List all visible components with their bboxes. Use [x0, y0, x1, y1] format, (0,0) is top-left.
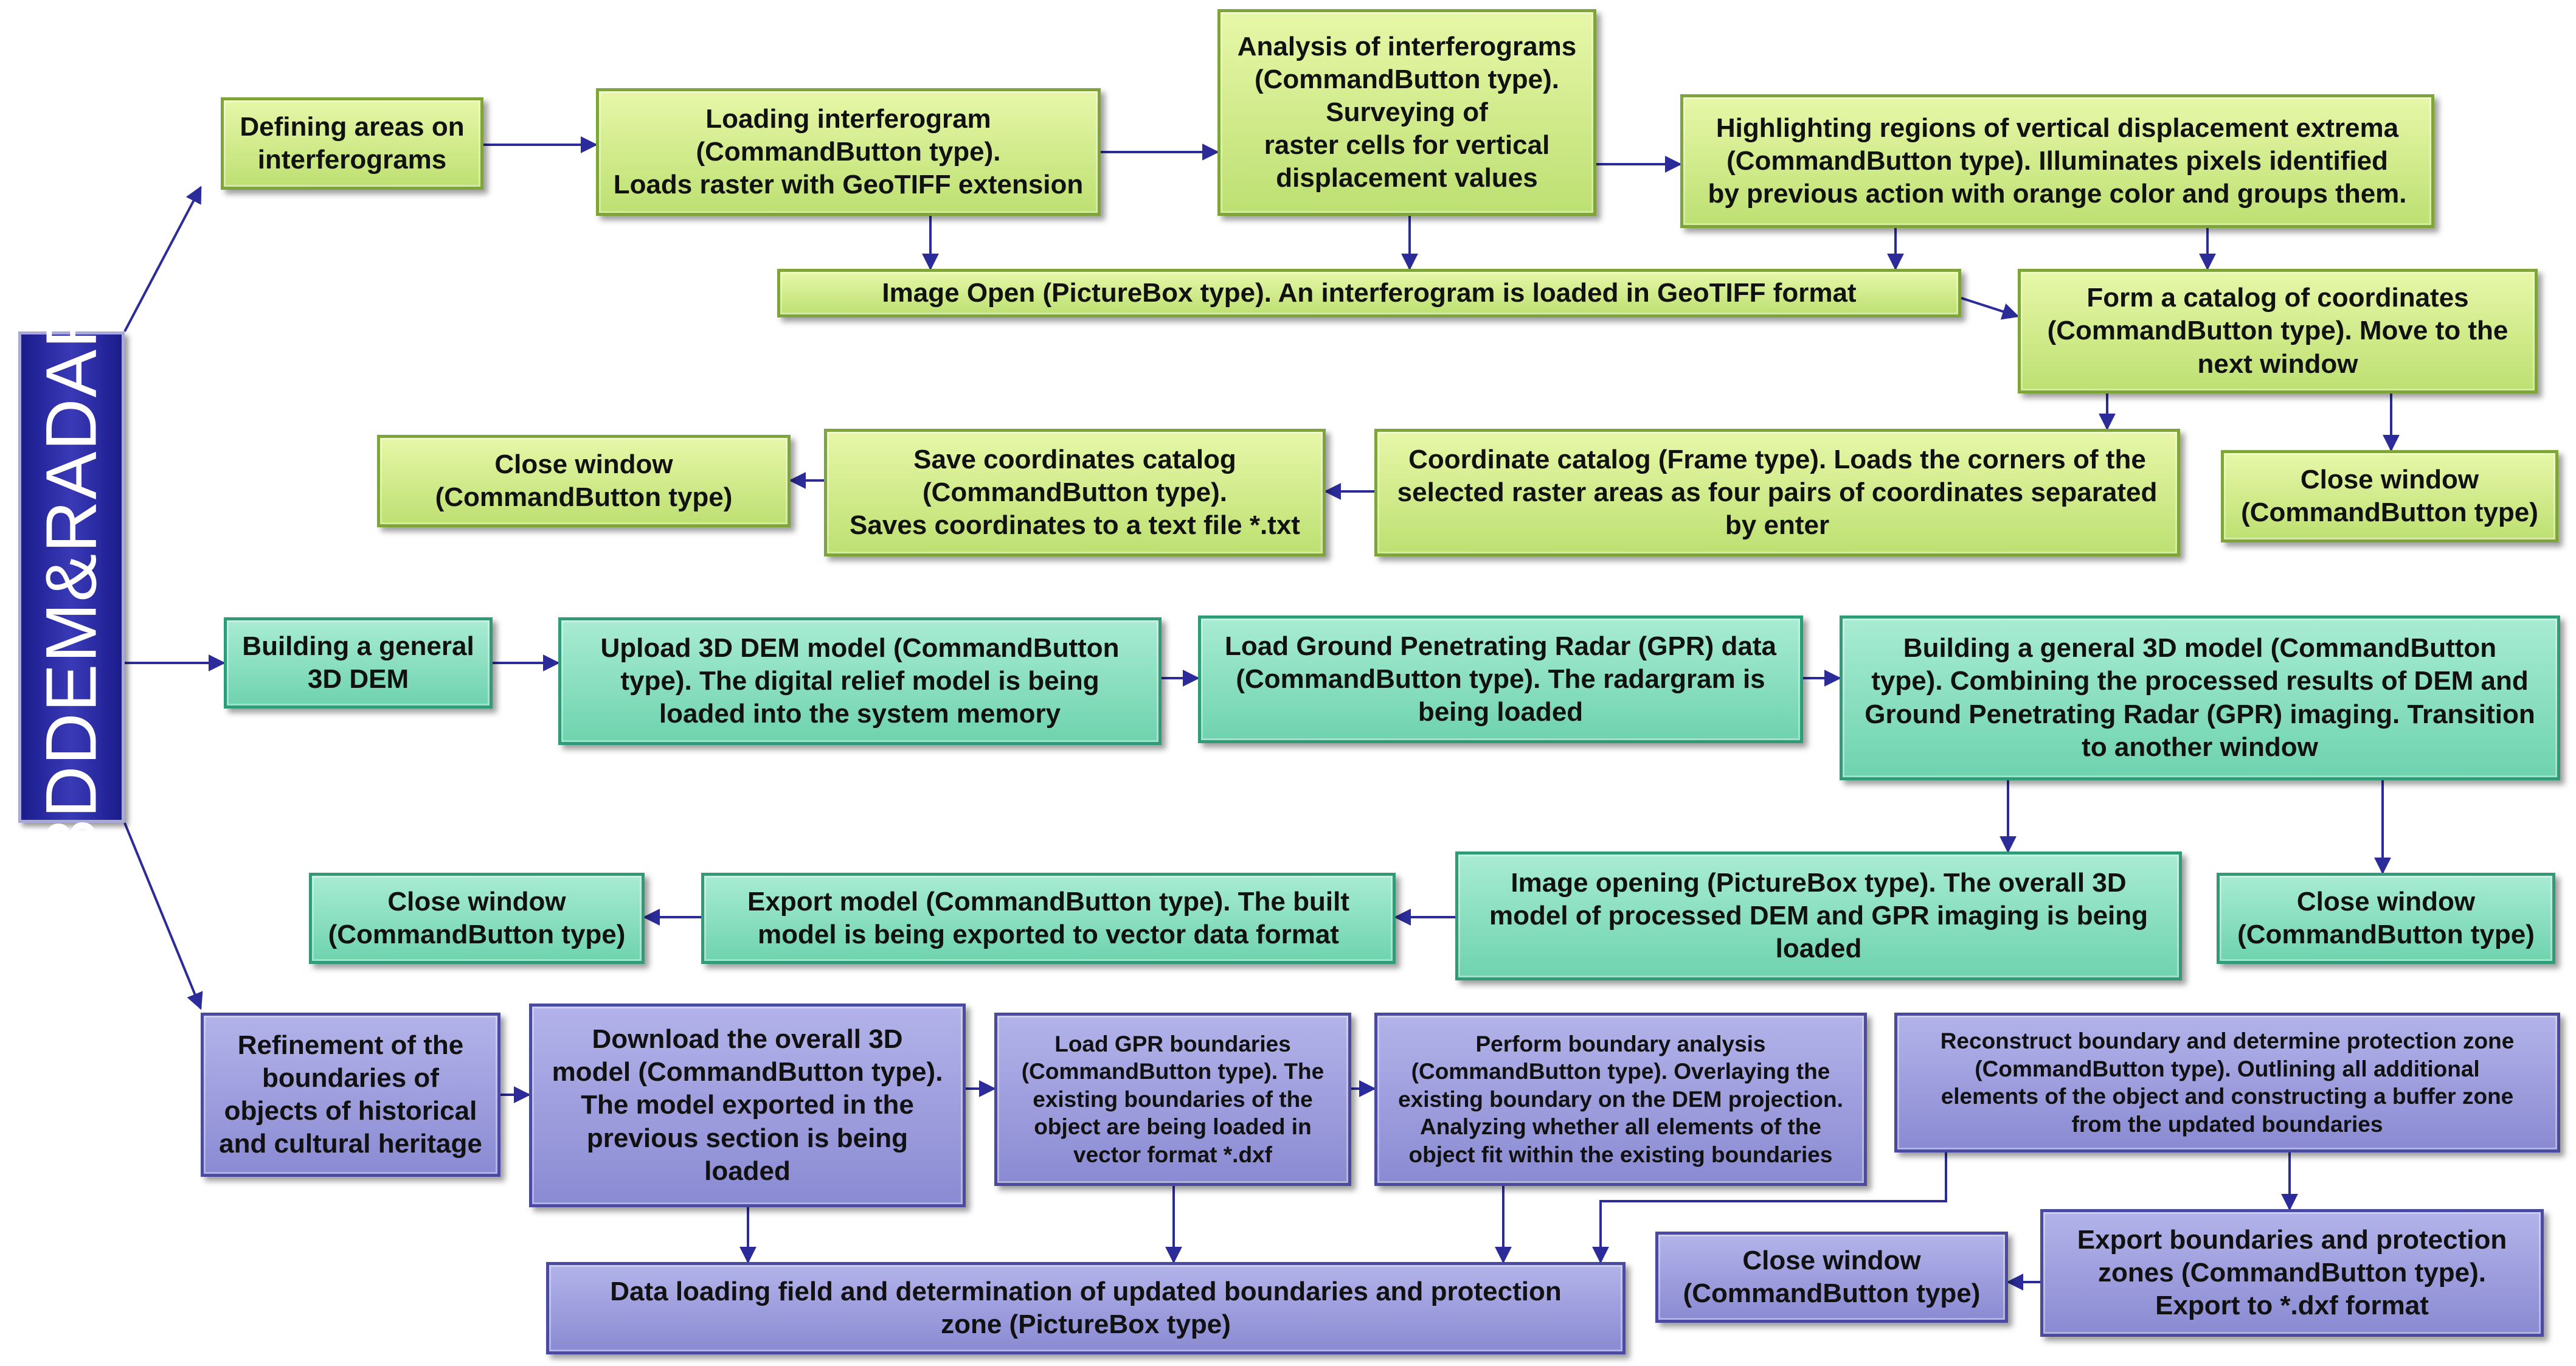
node-refinement-boundaries: Refinement of the boundaries of objects …: [201, 1013, 500, 1177]
node-boundary-analysis: Perform boundary analysis (CommandButton…: [1374, 1013, 1867, 1186]
edge-reconstruct-to-field: [1592, 1153, 1947, 1264]
node-close-window-s2-left: Close window (CommandButton type): [309, 873, 645, 964]
node-data-loading-field: Data loading field and determination of …: [546, 1262, 1626, 1354]
node-form-catalog: Form a catalog of coordinates (CommandBu…: [2018, 269, 2538, 394]
node-upload-dem: Upload 3D DEM model (CommandButton type)…: [558, 617, 1162, 745]
node-analysis-interferograms: Analysis of interferograms (CommandButto…: [1217, 9, 1596, 216]
node-close-window-s3: Close window (CommandButton type): [1655, 1232, 2008, 1323]
node-export-boundaries: Export boundaries and protection zones (…: [2040, 1209, 2544, 1337]
node-close-window-s1-right: Close window (CommandButton type): [2221, 450, 2558, 543]
node-image-opening: Image opening (PictureBox type). The ove…: [1455, 851, 2182, 980]
node-download-3d-model: Download the overall 3D model (CommandBu…: [529, 1004, 966, 1207]
node-save-catalog: Save coordinates catalog (CommandButton …: [824, 429, 1326, 556]
node-highlighting-regions: Highlighting regions of vertical displac…: [1680, 94, 2434, 228]
node-coordinate-catalog-frame: Coordinate catalog (Frame type). Loads t…: [1374, 429, 2180, 556]
node-load-gpr-boundaries: Load GPR boundaries (CommandButton type)…: [994, 1013, 1351, 1186]
node-defining-areas: Defining areas on interferograms: [221, 97, 483, 190]
edge-image-open-to-form: [1961, 297, 2020, 320]
node-export-model: Export model (CommandButton type). The b…: [701, 873, 1396, 964]
diagram-title-bar: 3DDEM&RADAR: [18, 296, 125, 859]
node-close-window-s2-right: Close window (CommandButton type): [2217, 873, 2555, 964]
diagram-title: 3DDEM&RADAR: [31, 295, 112, 859]
edge-title-to-section3: [123, 822, 203, 1010]
node-image-open: Image Open (PictureBox type). An interfe…: [777, 269, 1961, 317]
node-loading-interferogram: Loading interferogram (CommandButton typ…: [596, 88, 1101, 216]
node-building-general-3d-model: Building a general 3D model (CommandButt…: [1840, 615, 2560, 780]
edge-title-to-section1: [123, 185, 202, 332]
node-building-general-dem: Building a general 3D DEM: [224, 617, 493, 709]
node-load-gpr: Load Ground Penetrating Radar (GPR) data…: [1198, 615, 1803, 743]
node-reconstruct-boundary: Reconstruct boundary and determine prote…: [1894, 1013, 2560, 1153]
node-close-window-s1-left: Close window (CommandButton type): [377, 435, 791, 527]
